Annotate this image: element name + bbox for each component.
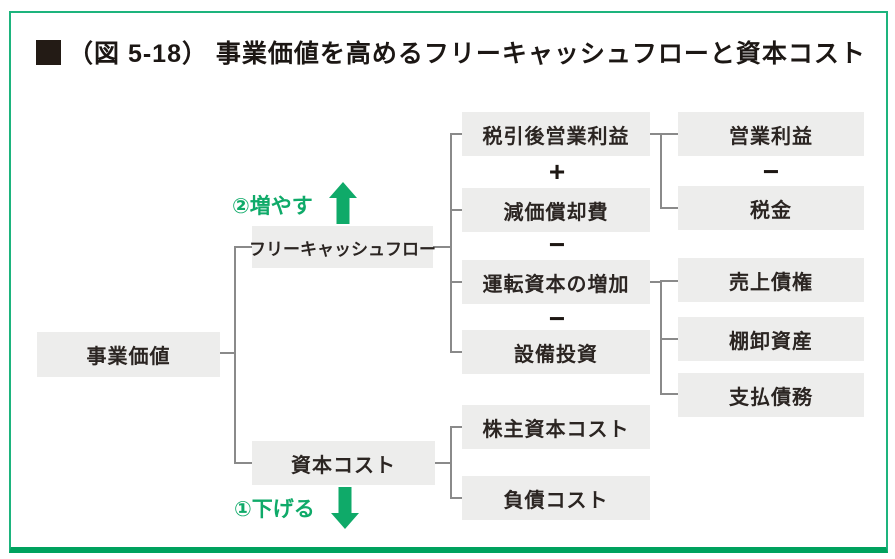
node-tax: 税金 bbox=[678, 186, 864, 230]
node-label: 設備投資 bbox=[514, 343, 598, 366]
figure-title-row: （図 5-18） 事業価値を高めるフリーキャッシュフローと資本コスト bbox=[36, 34, 866, 70]
connector-line bbox=[433, 246, 452, 248]
node-label: 営業利益 bbox=[729, 125, 813, 148]
node-label: 資本コスト bbox=[291, 454, 396, 477]
node-depreciation: 減価償却費 bbox=[462, 188, 650, 232]
connector-line bbox=[450, 426, 452, 499]
connector-line bbox=[450, 133, 452, 353]
connector-line bbox=[660, 133, 662, 209]
up-arrow-icon bbox=[328, 182, 358, 224]
node-label: 税引後営業利益 bbox=[482, 125, 630, 148]
connector-line bbox=[660, 280, 662, 395]
connector-line bbox=[650, 281, 661, 283]
connector-line bbox=[662, 133, 678, 135]
node-label: 運転資本の増加 bbox=[482, 273, 630, 296]
figure-title: （図 5-18） 事業価値を高めるフリーキャッシュフローと資本コスト bbox=[68, 40, 866, 68]
node-inventory: 棚卸資産 bbox=[678, 317, 864, 361]
connector-line bbox=[234, 246, 236, 464]
operator-minus: − bbox=[762, 156, 780, 187]
connector-line bbox=[236, 462, 252, 464]
operator-minus: − bbox=[548, 303, 566, 334]
node-free-cash-flow: フリーキャッシュフロー bbox=[249, 226, 436, 268]
node-business-value: 事業価値 bbox=[37, 332, 220, 377]
operator-plus: + bbox=[548, 156, 566, 187]
node-debt-cost: 負債コスト bbox=[462, 476, 650, 520]
connector-line bbox=[452, 281, 462, 283]
node-label: 減価償却費 bbox=[503, 201, 609, 224]
connector-line bbox=[662, 338, 678, 340]
node-label: 税金 bbox=[750, 199, 792, 222]
node-equity-cost: 株主資本コスト bbox=[462, 405, 650, 449]
connector-line bbox=[452, 133, 462, 135]
increase-annotation: ②増やす bbox=[232, 195, 313, 218]
node-operating-profit: 営業利益 bbox=[678, 112, 864, 156]
node-label: 株主資本コスト bbox=[482, 418, 630, 441]
decrease-annotation: ①下げる bbox=[234, 498, 315, 521]
connector-line bbox=[236, 246, 252, 248]
connector-line bbox=[662, 280, 678, 282]
node-label: 負債コスト bbox=[503, 489, 609, 512]
node-label: 事業価値 bbox=[86, 346, 171, 368]
connector-line bbox=[435, 462, 452, 464]
operator-minus: − bbox=[548, 229, 566, 260]
connector-line bbox=[452, 351, 462, 353]
connector-line bbox=[650, 133, 661, 135]
connector-line bbox=[662, 393, 678, 395]
node-nopat: 税引後営業利益 bbox=[462, 112, 650, 156]
connector-line bbox=[662, 207, 678, 209]
node-capital-cost: 資本コスト bbox=[252, 441, 435, 485]
connector-line bbox=[220, 352, 236, 354]
node-label: 支払債務 bbox=[729, 386, 813, 409]
connector-line bbox=[452, 209, 462, 211]
connector-line bbox=[452, 426, 462, 428]
node-label: 売上債権 bbox=[729, 271, 813, 294]
node-receivables: 売上債権 bbox=[678, 258, 864, 302]
node-label: フリーキャッシュフロー bbox=[249, 239, 436, 259]
connector-line bbox=[452, 497, 462, 499]
node-working-capital-increase: 運転資本の増加 bbox=[462, 260, 650, 304]
node-capex: 設備投資 bbox=[462, 330, 650, 374]
node-label: 棚卸資産 bbox=[729, 330, 813, 353]
title-square-bullet-icon bbox=[36, 39, 61, 65]
node-payables: 支払債務 bbox=[678, 373, 864, 417]
down-arrow-icon bbox=[330, 487, 360, 529]
